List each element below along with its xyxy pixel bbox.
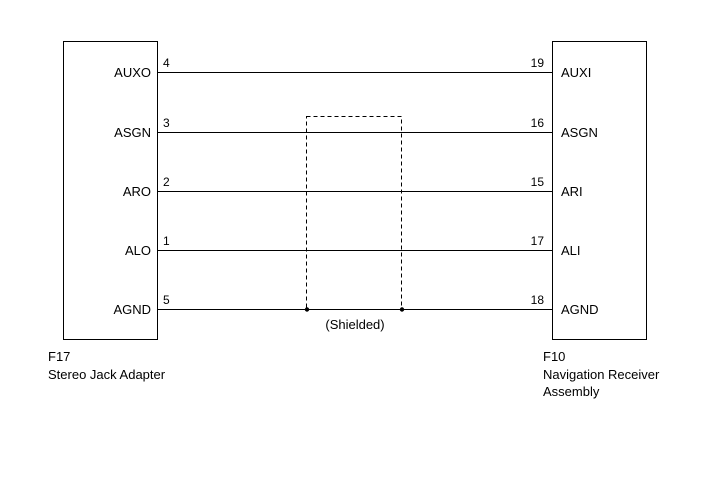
left-pin-label: ALO: [125, 243, 151, 258]
right-component-name-line1: Navigation Receiver: [543, 367, 660, 382]
right-pin-label: AUXI: [561, 65, 591, 80]
shield-label: (Shielded): [325, 317, 384, 332]
right-pin-label: ASGN: [561, 125, 598, 140]
left-pin-number: 3: [163, 116, 170, 130]
shield-junction-dot-left: [304, 307, 310, 312]
right-pin-label: ALI: [561, 243, 581, 258]
right-component-code: F10: [543, 349, 565, 364]
left-pin-label: ARO: [123, 184, 151, 199]
right-pin-number: 18: [531, 293, 545, 307]
right-pin-label: AGND: [561, 302, 599, 317]
left-component-name: Stereo Jack Adapter: [48, 367, 166, 382]
right-connector-box: [552, 41, 647, 340]
left-pin-number: 5: [163, 293, 170, 307]
left-pin-label: AUXO: [114, 65, 151, 80]
left-component-code: F17: [48, 349, 70, 364]
left-pin-number: 2: [163, 175, 170, 189]
right-component-name-line2: Assembly: [543, 384, 600, 399]
right-pin-number: 19: [531, 56, 545, 70]
right-pin-label: ARI: [561, 184, 583, 199]
shield-junction-dot-right: [399, 307, 405, 312]
left-connector-box: [63, 41, 158, 340]
left-pin-label: ASGN: [114, 125, 151, 140]
left-pin-label: AGND: [113, 302, 151, 317]
right-pin-number: 15: [531, 175, 545, 189]
shield-box: [306, 116, 402, 310]
left-pin-number: 1: [163, 234, 170, 248]
right-pin-number: 17: [531, 234, 545, 248]
left-pin-number: 4: [163, 56, 170, 70]
right-pin-number: 16: [531, 116, 545, 130]
